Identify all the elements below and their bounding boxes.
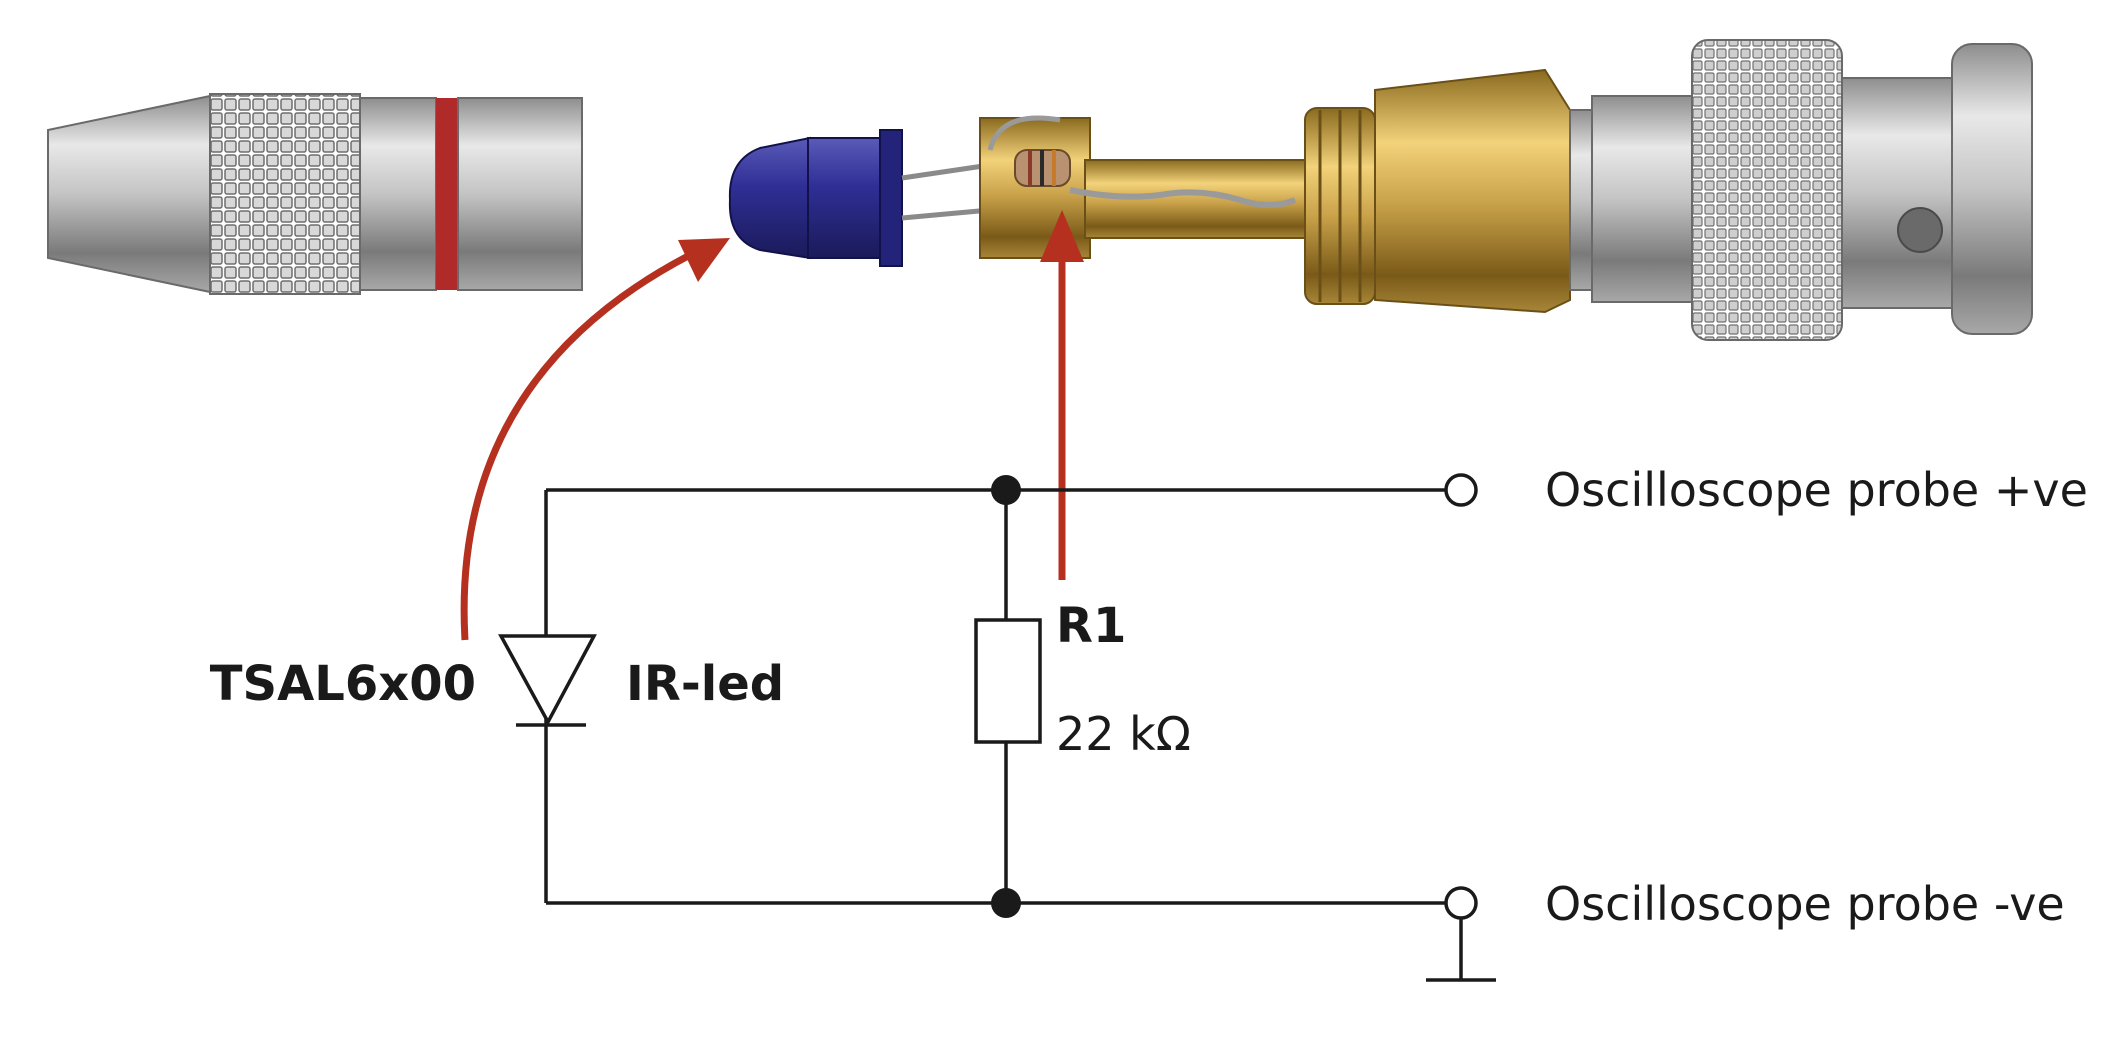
probe-positive-terminal: [1444, 473, 1478, 507]
part-number-label: TSAL6x00: [210, 656, 476, 712]
led-callout-arrow: [460, 251, 692, 641]
callout-arrows: [460, 210, 1084, 641]
junction-dot-top: [991, 475, 1021, 505]
resistor-arrowhead: [1040, 210, 1084, 262]
led-arrowhead: [678, 238, 730, 282]
junction-dot-bottom: [991, 888, 1021, 918]
bnc-connector-photo: [1304, 39, 2033, 341]
ir-led-photo: [728, 129, 991, 267]
resistor-value-label: 22 kΩ: [1056, 707, 1191, 761]
ir-led-diode-symbol: [498, 634, 597, 727]
probe-negative-terminal: [1444, 886, 1478, 920]
red-band: [436, 98, 458, 290]
connector-sleeve-photo: [47, 93, 583, 295]
resistor-symbol: [974, 618, 1042, 744]
led-label: IR-led: [626, 656, 784, 712]
solder-cup-photo: [979, 115, 1306, 259]
probe-positive-label: Oscilloscope probe +ve: [1545, 463, 2088, 517]
probe-negative-label: Oscilloscope probe -ve: [1545, 877, 2065, 931]
resistor-ref-label: R1: [1056, 598, 1126, 654]
